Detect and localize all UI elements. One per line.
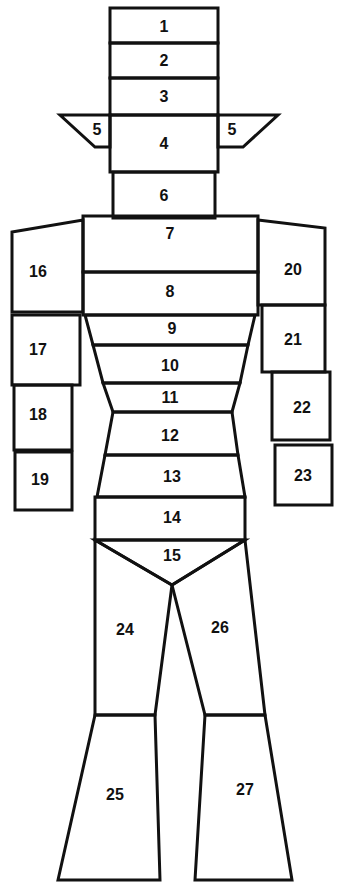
body-region: 27	[195, 715, 292, 880]
body-region: 21	[262, 305, 325, 372]
region-number: 12	[161, 428, 179, 444]
region-number: 15	[163, 548, 181, 564]
region-number: 19	[31, 472, 49, 488]
region-number: 13	[163, 469, 181, 485]
region-number: 18	[29, 407, 47, 423]
body-region: 16	[12, 220, 83, 312]
region-number: 22	[293, 400, 311, 416]
region-number: 27	[236, 782, 254, 798]
region-number: 25	[106, 787, 124, 803]
region-number: 14	[163, 510, 181, 526]
body-region: 5	[218, 115, 278, 147]
body-region: 12	[105, 412, 238, 455]
region-outline	[218, 115, 278, 147]
body-region: 26	[172, 540, 265, 715]
region-number: 24	[116, 622, 134, 638]
body-region: 3	[110, 78, 218, 115]
body-region: 4	[110, 115, 218, 172]
body-region: 7	[83, 216, 258, 272]
region-number: 1	[160, 19, 169, 35]
region-number: 26	[211, 620, 229, 636]
region-number: 7	[166, 226, 175, 242]
body-region: 8	[83, 272, 258, 315]
body-region: 1	[110, 8, 218, 43]
body-region: 25	[58, 715, 160, 880]
region-outline	[12, 220, 83, 312]
body-region: 14	[95, 497, 245, 540]
body-region: 20	[258, 220, 325, 305]
region-number: 20	[284, 262, 302, 278]
body-region: 23	[275, 445, 332, 505]
region-number: 3	[160, 89, 169, 105]
region-number: 4	[160, 136, 169, 152]
region-number: 5	[228, 122, 237, 138]
body-region: 5	[60, 115, 110, 147]
region-number: 16	[29, 264, 47, 280]
region-number: 21	[284, 332, 302, 348]
region-number: 8	[166, 284, 175, 300]
region-number: 23	[294, 468, 312, 484]
body-region: 2	[110, 43, 218, 78]
body-region: 13	[97, 455, 245, 497]
body-region: 24	[95, 540, 172, 715]
region-number: 10	[161, 358, 179, 374]
region-number: 5	[93, 122, 102, 138]
body-region: 17	[12, 315, 80, 385]
region-number: 2	[160, 53, 169, 69]
region-number: 17	[29, 342, 47, 358]
body-region: 10	[93, 345, 248, 383]
region-number: 6	[160, 188, 169, 204]
region-number: 11	[162, 390, 179, 406]
body-region: 18	[14, 385, 72, 450]
body-region: 6	[113, 172, 215, 218]
body-region: 15	[95, 540, 245, 585]
region-outline	[83, 216, 258, 272]
body-region: 9	[85, 315, 255, 345]
body-region: 19	[15, 452, 72, 510]
body-region: 22	[272, 372, 330, 440]
region-number: 9	[168, 321, 177, 337]
body-region: 11	[103, 383, 240, 412]
region-outline	[60, 115, 110, 147]
